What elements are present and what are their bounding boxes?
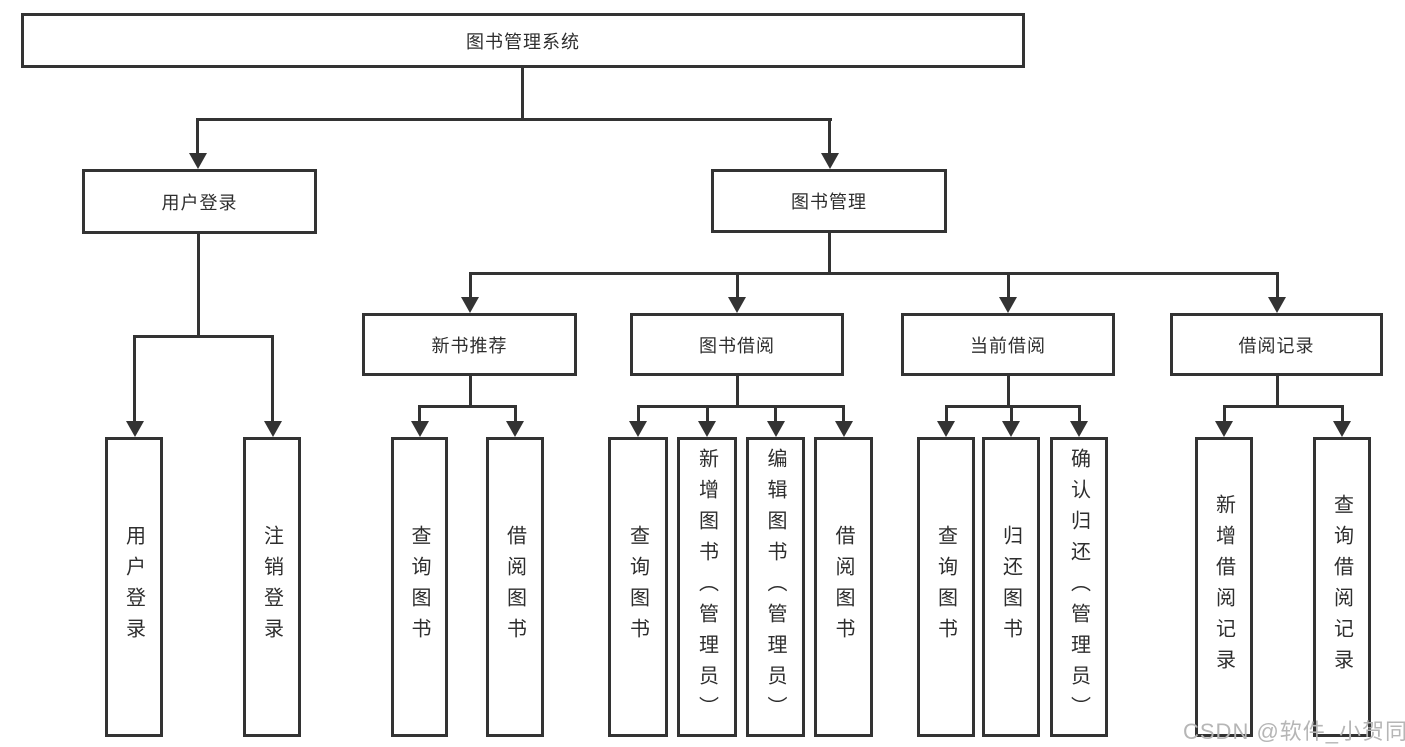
node-leaf-edit-book-admin-label: 编辑图书（管理员） xyxy=(764,447,786,727)
connector-user-login-down xyxy=(197,234,200,338)
arrow-down-icon xyxy=(821,153,839,169)
node-leaf-user-login-label: 用户登录 xyxy=(122,525,145,649)
node-leaf-query-book-recommend: 查询图书 xyxy=(391,437,448,737)
connector-new-book-down xyxy=(469,376,472,407)
arrow-down-icon xyxy=(411,421,429,437)
connector-book-borrowing-down xyxy=(736,376,739,407)
connector-user-login-rail xyxy=(133,335,274,338)
node-leaf-return-book-label: 归还图书 xyxy=(999,525,1022,649)
node-leaf-borrow-book-recommend-label: 借阅图书 xyxy=(503,525,526,649)
node-leaf-add-book-admin-label: 新增图书（管理员） xyxy=(695,447,718,727)
arrow-down-icon xyxy=(629,421,647,437)
connector-leaf-stem xyxy=(1341,405,1344,422)
node-new-book-recommend: 新书推荐 xyxy=(362,313,577,376)
arrow-down-icon xyxy=(1215,421,1233,437)
connector-borrowing-records-down xyxy=(1276,376,1279,407)
node-book-management: 图书管理 xyxy=(711,169,947,233)
arrow-down-icon xyxy=(999,297,1017,313)
node-leaf-logout: 注销登录 xyxy=(243,437,301,737)
arrow-down-icon xyxy=(461,297,479,313)
node-leaf-add-borrow-record: 新增借阅记录 xyxy=(1195,437,1253,737)
arrow-down-icon xyxy=(1268,297,1286,313)
connector-book-management-stem xyxy=(828,118,831,154)
node-current-borrowing: 当前借阅 xyxy=(901,313,1115,376)
arrow-down-icon xyxy=(506,421,524,437)
node-leaf-query-book-current-label: 查询图书 xyxy=(934,525,957,649)
node-leaf-query-book-borrowing: 查询图书 xyxy=(608,437,668,737)
csdn-watermark: CSDN @软件_小贺同学 xyxy=(1183,719,1405,744)
arrow-down-icon xyxy=(1070,421,1088,437)
connector-leaf-logout-stem xyxy=(271,335,274,422)
node-root-label: 图书管理系统 xyxy=(466,31,580,52)
connector-current-borrowing-down xyxy=(1007,376,1010,407)
node-root: 图书管理系统 xyxy=(21,13,1025,68)
arrow-down-icon xyxy=(698,421,716,437)
node-leaf-query-book-borrowing-label: 查询图书 xyxy=(626,525,649,649)
arrow-down-icon xyxy=(1333,421,1351,437)
connector-leaf-stem xyxy=(418,405,421,422)
arrow-down-icon xyxy=(835,421,853,437)
node-leaf-confirm-return-admin-label: 确认归还（管理员） xyxy=(1067,447,1090,727)
node-leaf-borrow-book-borrowing: 借阅图书 xyxy=(814,437,873,737)
arrow-down-icon xyxy=(189,153,207,169)
connector-book-borrowing-rail xyxy=(637,405,844,408)
node-user-login: 用户登录 xyxy=(82,169,317,234)
node-leaf-edit-book-admin: 编辑图书（管理员） xyxy=(746,437,805,737)
node-leaf-user-login: 用户登录 xyxy=(105,437,163,737)
connector-leaf-stem xyxy=(1223,405,1226,422)
node-user-login-label: 用户登录 xyxy=(161,192,238,213)
node-leaf-borrow-book-recommend: 借阅图书 xyxy=(486,437,544,737)
connector-new-book-stem xyxy=(469,272,472,298)
connector-leaf-stem xyxy=(1078,405,1081,422)
connector-leaf-stem xyxy=(1010,405,1013,422)
node-leaf-query-borrow-record: 查询借阅记录 xyxy=(1313,437,1371,737)
connector-level1-rail xyxy=(196,118,832,121)
arrow-down-icon xyxy=(937,421,955,437)
connector-leaf-stem xyxy=(637,405,640,422)
connector-leaf-stem xyxy=(774,405,777,422)
arrow-down-icon xyxy=(767,421,785,437)
connector-root-stem xyxy=(521,68,524,121)
node-leaf-query-book-recommend-label: 查询图书 xyxy=(408,525,430,649)
connector-leaf-user-login-stem xyxy=(133,335,136,422)
node-leaf-add-book-admin: 新增图书（管理员） xyxy=(677,437,737,737)
node-borrowing-records-label: 借阅记录 xyxy=(1238,335,1315,356)
node-borrowing-records: 借阅记录 xyxy=(1170,313,1383,376)
connector-new-book-rail xyxy=(418,405,517,408)
node-leaf-borrow-book-borrowing-label: 借阅图书 xyxy=(832,525,854,649)
node-leaf-confirm-return-admin: 确认归还（管理员） xyxy=(1050,437,1108,737)
node-current-borrowing-label: 当前借阅 xyxy=(970,335,1046,356)
node-leaf-logout-label: 注销登录 xyxy=(260,525,283,649)
node-leaf-query-book-current: 查询图书 xyxy=(917,437,975,737)
node-book-borrowing-label: 图书借阅 xyxy=(699,335,775,356)
arrow-down-icon xyxy=(126,421,144,437)
arrow-down-icon xyxy=(1002,421,1020,437)
arrow-down-icon xyxy=(728,297,746,313)
connector-leaf-stem xyxy=(945,405,948,422)
connector-user-login-stem xyxy=(196,118,199,154)
arrow-down-icon xyxy=(264,421,282,437)
node-book-borrowing: 图书借阅 xyxy=(630,313,844,376)
node-book-management-label: 图书管理 xyxy=(791,192,867,212)
connector-borrowing-records-stem xyxy=(1276,272,1279,298)
node-leaf-query-borrow-record-label: 查询借阅记录 xyxy=(1330,494,1353,680)
connector-book-borrowing-stem xyxy=(736,272,739,298)
node-leaf-return-book: 归还图书 xyxy=(982,437,1040,737)
connector-leaf-stem xyxy=(706,405,709,422)
connector-current-borrowing-stem xyxy=(1007,272,1010,298)
node-new-book-recommend-label: 新书推荐 xyxy=(431,335,508,356)
node-leaf-add-borrow-record-label: 新增借阅记录 xyxy=(1212,494,1235,680)
connector-leaf-stem xyxy=(514,405,517,422)
connector-borrowing-records-rail xyxy=(1223,405,1344,408)
connector-book-management-down xyxy=(828,232,831,274)
connector-level3-rail xyxy=(469,272,1279,275)
connector-leaf-stem xyxy=(842,405,845,422)
